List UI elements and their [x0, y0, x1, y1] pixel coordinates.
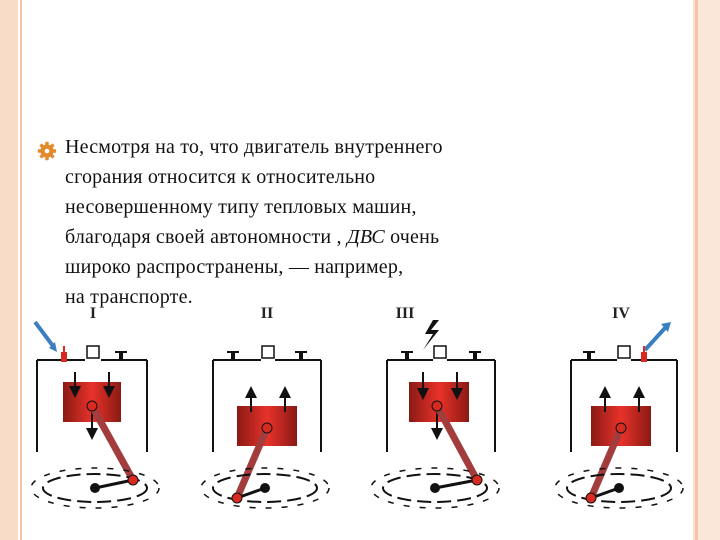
text-fragment: очень [384, 226, 440, 248]
spark-icon [423, 320, 439, 350]
crankshaft [260, 483, 270, 493]
ice-term: ДВС [346, 226, 385, 248]
engine-compression-stroke [200, 345, 330, 509]
crank-path [382, 473, 488, 503]
engine-power-stroke [370, 320, 500, 509]
crankshaft [90, 483, 100, 493]
engine-exhaust-stroke [554, 322, 684, 509]
exhaust-valve [119, 352, 123, 360]
spark-plug [261, 345, 275, 359]
intake-arrow-head [49, 342, 57, 352]
intake-valve [405, 352, 409, 360]
intake-valve [587, 352, 591, 360]
crank-path [566, 473, 672, 503]
stroke-label-1: I [90, 305, 96, 322]
slide-frame-left-line [20, 0, 22, 540]
connecting-rod [88, 402, 137, 484]
crank-pin [231, 492, 243, 504]
intake-valve-open [61, 352, 67, 362]
exhaust-valve [473, 352, 477, 360]
text-line: на транспорте. [65, 286, 193, 308]
spark-plug [617, 345, 631, 359]
text-line: несовершенному типу тепловых машин, [65, 196, 417, 218]
crankshaft [430, 483, 440, 493]
gear-bullet-icon [37, 141, 57, 161]
crank-path [42, 473, 148, 503]
wrist-pin [431, 400, 443, 412]
crank-pin [127, 474, 139, 486]
text-line-with-term: благодаря своей автономности , ДВС очень [65, 222, 625, 252]
stroke-label-3: III [396, 305, 415, 322]
exhaust-arrow-icon [643, 326, 667, 352]
connecting-rod [587, 424, 625, 502]
stroke-label-4: IV [612, 305, 630, 322]
crank-rotation-arrow [30, 467, 160, 509]
four-stroke-engine-diagram: I II III IV [30, 305, 684, 509]
spark-plug [86, 345, 100, 359]
text-line: сгорания относится к относительно [65, 166, 376, 188]
spark-plug [433, 345, 447, 359]
intake-valve [231, 352, 235, 360]
crank-rotation-arrow [554, 467, 684, 509]
slide-frame-right-line [695, 0, 698, 540]
crank-pin [585, 492, 597, 504]
slide-frame-right-line-inner [693, 0, 695, 540]
crank-rotation-arrow [370, 467, 500, 509]
crankshaft [614, 483, 624, 493]
slide-frame-right [698, 0, 720, 540]
exhaust-arrow-head [661, 322, 671, 332]
crank-arm [94, 478, 134, 490]
text-line: Несмотря на то, что двигатель внутреннег… [65, 136, 443, 158]
engine-intake-stroke [30, 320, 160, 509]
text-line: широко распространены, — например, [65, 256, 404, 278]
crank-rotation-arrow [200, 467, 330, 509]
intake-arrow-icon [33, 320, 55, 348]
wrist-pin [615, 422, 627, 434]
connecting-rod [233, 424, 271, 502]
connecting-rod [433, 402, 481, 484]
slide-frame-left-gap [18, 0, 20, 540]
crank-pin [471, 474, 483, 486]
slide-body-text: Несмотря на то, что двигатель внутреннег… [65, 132, 625, 312]
stroke-label-2: II [261, 305, 273, 322]
wrist-pin [261, 422, 273, 434]
exhaust-valve [299, 352, 303, 360]
slide-frame-left [0, 0, 18, 540]
text-fragment: благодаря своей автономности , [65, 226, 347, 248]
wrist-pin [86, 400, 98, 412]
crank-path [212, 473, 318, 503]
exhaust-valve-open [641, 352, 647, 362]
crank-arm [434, 478, 478, 490]
